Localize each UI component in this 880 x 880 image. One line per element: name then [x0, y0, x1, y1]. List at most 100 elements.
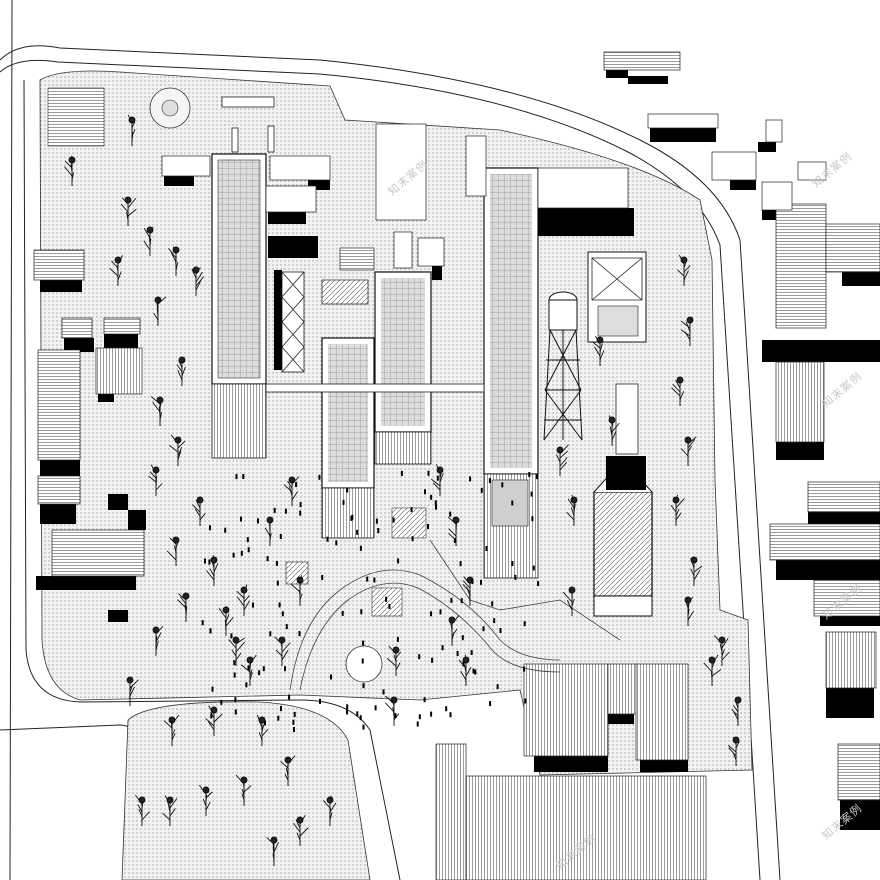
- tree-icon: [148, 464, 163, 496]
- person-figure: [262, 666, 265, 672]
- person-figure: [346, 487, 349, 493]
- steel-frame: [281, 271, 305, 373]
- person-figure: [485, 546, 488, 551]
- person-figure: [394, 713, 397, 719]
- tree-icon: [241, 654, 257, 686]
- person-figure: [232, 552, 235, 558]
- person-figure: [427, 524, 429, 529]
- person-figure: [460, 598, 463, 604]
- factory-hall-west: [211, 153, 267, 459]
- person-figure: [530, 491, 533, 497]
- person-figure: [418, 714, 421, 720]
- tree-icon: [126, 676, 139, 706]
- person-figure: [299, 510, 302, 516]
- tree-icon: [191, 496, 206, 526]
- person-figure: [362, 640, 365, 646]
- person-figure: [292, 719, 295, 725]
- person-figure: [535, 474, 538, 480]
- person-figure: [258, 670, 261, 676]
- person-figure: [382, 689, 385, 695]
- tree-icon: [143, 226, 154, 256]
- person-figure: [493, 618, 496, 624]
- person-figure: [278, 602, 281, 608]
- person-figure: [480, 579, 482, 585]
- tree-icon: [591, 335, 605, 366]
- person-figure: [246, 537, 249, 543]
- person-figure: [471, 578, 474, 584]
- south-park: [121, 701, 371, 880]
- person-figure: [388, 604, 391, 609]
- tree-icon: [690, 556, 703, 586]
- technical-block: [587, 251, 647, 343]
- tree-icon: [150, 396, 164, 426]
- person-figure: [235, 474, 238, 480]
- person-figure: [279, 534, 282, 539]
- person-figure: [450, 597, 453, 603]
- person-figure: [501, 482, 504, 488]
- person-figure: [469, 476, 472, 482]
- person-figure: [318, 474, 321, 480]
- tree-icon: [608, 415, 620, 446]
- person-figure: [480, 487, 483, 493]
- person-figure: [449, 511, 452, 517]
- person-figure: [418, 654, 421, 660]
- person-figure: [449, 712, 452, 718]
- person-figure: [416, 721, 419, 727]
- tree-icon: [169, 434, 186, 466]
- person-figure: [488, 478, 491, 484]
- tree-icon: [280, 755, 296, 786]
- building-shadows: [36, 68, 880, 830]
- person-figure: [240, 550, 243, 556]
- person-figure: [397, 558, 400, 564]
- person-figure: [275, 561, 278, 566]
- person-figure: [220, 699, 223, 705]
- person-figure: [234, 709, 237, 715]
- person-figure: [470, 650, 473, 655]
- person-figure: [491, 601, 494, 607]
- person-figure: [362, 724, 365, 730]
- person-figure: [499, 628, 502, 633]
- person-figure: [293, 727, 295, 732]
- tree-icon: [731, 696, 742, 726]
- person-figure: [233, 660, 236, 666]
- tree-icon: [290, 575, 304, 606]
- person-figure: [410, 507, 413, 513]
- person-figure: [350, 515, 353, 521]
- factory-hall-center-right: [374, 271, 432, 465]
- person-figure: [356, 711, 359, 717]
- person-figure: [423, 697, 426, 703]
- tree-icon: [256, 714, 269, 746]
- tree-icon: [64, 155, 76, 186]
- person-figure: [360, 609, 363, 615]
- tree-icon: [556, 444, 569, 476]
- road-network: [0, 0, 781, 880]
- person-figure: [377, 528, 380, 534]
- person-figure: [434, 500, 437, 506]
- person-figure: [298, 631, 301, 637]
- person-figure: [346, 704, 349, 710]
- tree-icon: [670, 494, 685, 526]
- tree-icon: [162, 795, 178, 826]
- parking-area: [47, 87, 105, 147]
- person-figure: [319, 698, 321, 704]
- person-figure: [537, 581, 540, 587]
- tree-icon: [293, 814, 309, 846]
- person-figure: [456, 651, 459, 656]
- person-figure: [288, 694, 291, 700]
- person-figure: [277, 715, 280, 721]
- person-figure: [245, 682, 248, 688]
- person-figure: [482, 626, 485, 632]
- tree-icon: [264, 516, 274, 546]
- person-figure: [242, 474, 245, 479]
- people-layer: [201, 470, 540, 732]
- person-figure: [209, 525, 211, 531]
- person-figure: [293, 711, 296, 717]
- person-figure: [356, 529, 359, 535]
- person-figure: [346, 709, 348, 715]
- person-figure: [342, 499, 345, 505]
- tree-icon: [386, 645, 401, 676]
- tree-icon: [680, 316, 694, 346]
- person-figure: [299, 502, 302, 508]
- person-figure: [295, 482, 298, 488]
- person-figure: [441, 645, 444, 651]
